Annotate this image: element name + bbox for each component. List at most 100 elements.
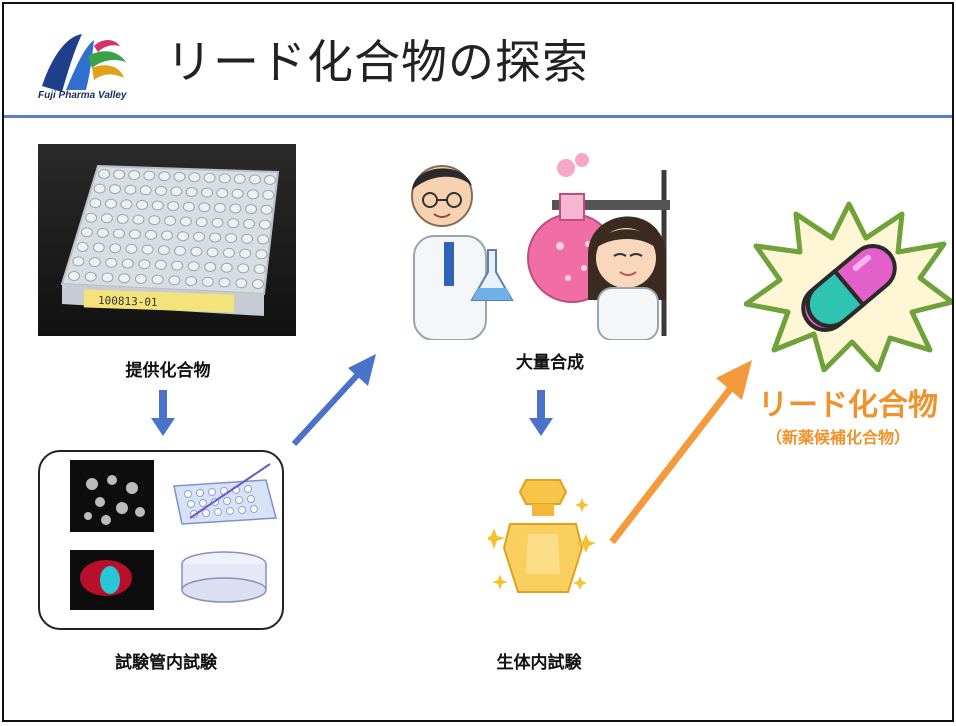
well — [138, 259, 151, 270]
well — [198, 202, 211, 213]
well — [76, 241, 89, 252]
well — [190, 246, 203, 257]
well — [171, 260, 184, 271]
well — [124, 184, 137, 195]
well — [188, 172, 201, 183]
petri-dish-icon — [181, 551, 267, 603]
header: Fuji Pharma Valley リード化合物の探索 — [4, 4, 952, 118]
well-plate-photo: 100813-01 — [38, 144, 296, 336]
well — [125, 243, 138, 254]
well — [264, 175, 276, 185]
well — [148, 215, 161, 226]
well — [260, 204, 273, 215]
label-provided-compounds: 提供化合物 — [125, 361, 211, 381]
well — [257, 234, 270, 245]
well — [179, 216, 192, 227]
golden-bottle-illustration — [488, 479, 596, 593]
well — [84, 271, 97, 282]
well — [141, 244, 154, 255]
well — [225, 233, 238, 244]
well — [145, 229, 157, 240]
well — [113, 169, 126, 180]
well — [164, 215, 177, 226]
well — [143, 170, 156, 181]
diagonal-arrow-icon — [291, 354, 376, 447]
well — [211, 217, 224, 228]
well — [158, 171, 171, 182]
lead-compound-title: リード化合物 — [758, 388, 938, 423]
well — [209, 232, 222, 243]
well — [193, 231, 205, 242]
well — [100, 213, 113, 224]
well — [222, 247, 235, 258]
well — [235, 278, 248, 289]
well — [182, 201, 195, 212]
well — [93, 183, 106, 194]
well — [139, 185, 152, 196]
well — [258, 219, 271, 230]
well — [241, 233, 254, 244]
well — [170, 186, 183, 197]
well — [128, 229, 141, 240]
well — [231, 188, 244, 199]
well — [151, 274, 164, 285]
well — [116, 214, 129, 224]
well — [136, 199, 149, 210]
capsule-icon — [801, 244, 897, 332]
page-title: リード化合物の探索 — [166, 35, 589, 89]
well — [112, 228, 125, 239]
well — [201, 276, 214, 287]
lead-compound-subtitle: （新薬候補化合物） — [766, 428, 911, 447]
well — [248, 174, 261, 185]
header-divider — [4, 115, 952, 118]
well — [204, 262, 217, 272]
well — [220, 262, 233, 273]
well — [92, 242, 105, 253]
well — [157, 245, 170, 256]
well — [243, 218, 256, 229]
microplate-icon — [173, 463, 277, 525]
well — [109, 243, 122, 254]
well — [206, 247, 219, 258]
well — [262, 189, 275, 200]
well — [120, 199, 133, 210]
well — [121, 258, 134, 269]
down-arrow-icon — [529, 390, 553, 436]
well — [109, 184, 121, 195]
well — [239, 248, 252, 259]
well — [132, 214, 145, 225]
well — [89, 198, 102, 209]
fuji-pharma-valley-logo — [42, 34, 126, 92]
well — [167, 201, 180, 212]
well — [237, 263, 250, 274]
well — [218, 173, 231, 184]
well — [118, 273, 131, 284]
in-vitro-assay-panel — [38, 450, 284, 630]
well — [201, 187, 213, 198]
down-arrow-icon — [151, 390, 175, 436]
well — [233, 173, 246, 184]
well — [203, 172, 216, 183]
label-in-vivo-test: 生体内試験 — [496, 653, 582, 673]
label-in-vitro-test: 試験管内試験 — [115, 653, 217, 673]
well — [227, 218, 240, 229]
well — [168, 275, 181, 286]
well — [88, 257, 101, 268]
scientists-illustration — [411, 153, 670, 340]
well — [154, 259, 167, 270]
plate-label-text: 100813-01 — [98, 294, 158, 309]
well — [98, 169, 110, 179]
well — [252, 279, 264, 289]
logo-text: Fuji Pharma Valley — [38, 90, 127, 101]
well — [216, 188, 229, 199]
well — [72, 256, 85, 267]
well — [177, 231, 189, 242]
well — [213, 202, 226, 213]
well — [68, 271, 80, 281]
well — [151, 200, 164, 211]
well — [105, 198, 117, 209]
well — [174, 245, 187, 256]
well — [218, 277, 231, 288]
well — [185, 276, 198, 287]
